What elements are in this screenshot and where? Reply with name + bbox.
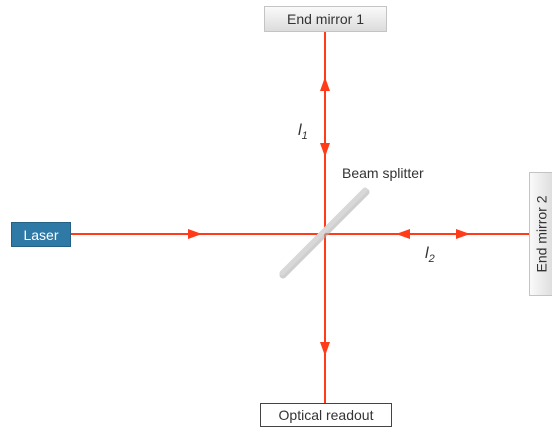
arrow-down-arm-1 xyxy=(320,143,330,157)
laser-label: Laser xyxy=(23,226,59,243)
l1-symbol: l xyxy=(298,122,302,139)
laser-source: Laser xyxy=(11,222,71,247)
arrow-right-arm-2 xyxy=(456,229,470,239)
end-mirror-2: End mirror 2 xyxy=(529,172,552,296)
l1-subscript: 1 xyxy=(301,130,308,143)
arrow-down-readout xyxy=(320,342,330,356)
laser-beams xyxy=(71,32,530,403)
beam-splitter-label: Beam splitter xyxy=(342,165,424,181)
l2-symbol: l xyxy=(425,245,429,262)
end-mirror-2-label: End mirror 2 xyxy=(534,195,550,273)
beam-direction-arrows xyxy=(188,77,470,356)
arm-length-l2-label: l2 xyxy=(425,245,435,265)
arrow-up-arm-1 xyxy=(320,77,330,91)
end-mirror-1-label: End mirror 1 xyxy=(286,11,365,27)
arm-length-l1-label: l1 xyxy=(298,122,308,142)
optical-readout: Optical readout xyxy=(260,403,392,427)
arrow-left-arm-2 xyxy=(396,229,410,239)
end-mirror-1: End mirror 1 xyxy=(264,6,387,32)
beam-splitter xyxy=(279,187,368,276)
optical-readout-label: Optical readout xyxy=(278,407,374,423)
l2-subscript: 2 xyxy=(428,253,435,266)
arrow-right-laser-beam xyxy=(188,229,202,239)
